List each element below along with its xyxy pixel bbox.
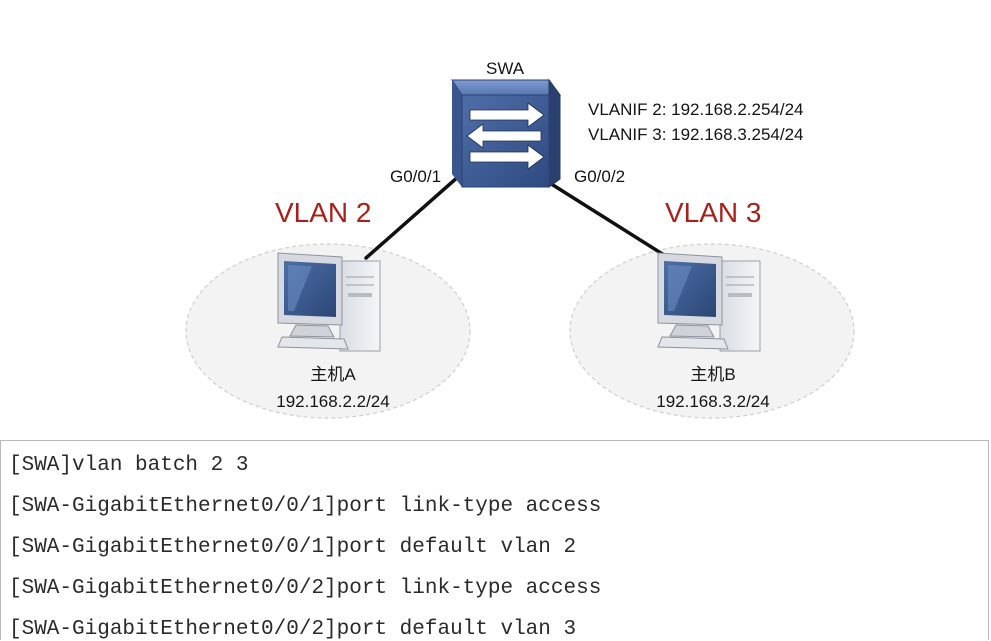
cli-line: [SWA-GigabitEthernet0/0/1]port default v… <box>9 536 577 559</box>
host-a-ip: 192.168.2.2/24 <box>276 392 390 411</box>
vlan-3-label: VLAN 3 <box>665 197 762 228</box>
vlanif-3-address: VLANIF 3: 192.168.3.254/24 <box>588 125 804 144</box>
cli-line: [SWA]vlan batch 2 3 <box>9 454 249 477</box>
cli-line: [SWA-GigabitEthernet0/0/2]port link-type… <box>9 577 602 600</box>
vlan-2-label: VLAN 2 <box>275 197 372 228</box>
vlan3-domain <box>569 243 855 419</box>
switch-name: SWA <box>486 59 525 78</box>
port-g0-0-1: G0/0/1 <box>390 167 442 186</box>
host-a-name: 主机A <box>310 365 356 384</box>
link-g0-0-1 <box>364 174 461 260</box>
cli-line: [SWA-GigabitEthernet0/0/1]port link-type… <box>9 495 602 518</box>
pc-icon <box>657 252 761 352</box>
cli-line: [SWA-GigabitEthernet0/0/2]port default v… <box>9 618 577 641</box>
port-g0-0-2: G0/0/2 <box>574 167 626 186</box>
pc-icon <box>277 252 381 352</box>
switch-icon <box>451 78 561 188</box>
network-diagram <box>185 78 855 419</box>
link-g0-0-2 <box>543 178 674 262</box>
host-b-ip: 192.168.3.2/24 <box>656 392 770 411</box>
vlanif-2-address: VLANIF 2: 192.168.2.254/24 <box>588 100 804 119</box>
cli-config-box: [SWA]vlan batch 2 3 [SWA-GigabitEthernet… <box>0 440 989 640</box>
host-b-name: 主机B <box>690 365 736 384</box>
